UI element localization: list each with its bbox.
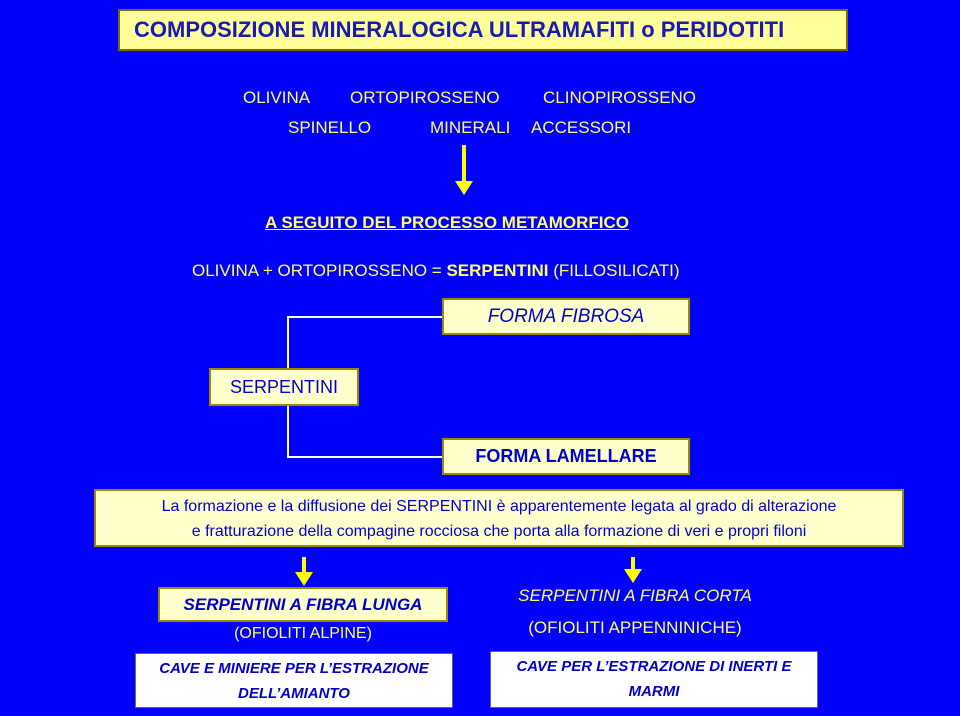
note-line-2: e fratturazione della compagine rocciosa… — [191, 523, 807, 540]
inerti-line-1: CAVE PER L’ESTRAZIONE DI INERTI E — [516, 658, 792, 675]
forma-lamellare-box: FORMA LAMELLARE — [442, 438, 690, 475]
main-arrow-shaft — [462, 145, 466, 183]
right-arrow-head — [624, 569, 642, 583]
connector-to-fibrosa — [287, 316, 442, 318]
mineral-olivina: OLIVINA — [243, 88, 311, 107]
mineral-minerali: MINERALI — [430, 118, 511, 137]
equation-serpentini: SERPENTINI — [446, 261, 549, 280]
process-heading: A SEGUITO DEL PROCESSO METAMORFICO — [265, 213, 629, 232]
note-line-1: La formazione e la diffusione dei SERPEN… — [161, 498, 837, 515]
fibra-lunga-box: SERPENTINI A FIBRA LUNGA — [158, 587, 448, 622]
forma-fibrosa-box: FORMA FIBROSA — [442, 298, 690, 335]
amianto-box: CAVE E MINIERE PER L’ESTRAZIONE DELL’AMI… — [135, 653, 453, 708]
mineral-ortopirosseno: ORTOPIROSSENO — [350, 88, 500, 107]
mineral-spinello: SPINELLO — [288, 118, 372, 137]
inerti-line-2: MARMI — [628, 683, 680, 700]
fibra-corta-label: SERPENTINI A FIBRA CORTA — [518, 586, 752, 605]
mineral-accessori: ACCESSORI — [531, 118, 632, 137]
amianto-line-2: DELL’AMIANTO — [238, 685, 350, 702]
connector-up — [287, 316, 289, 368]
connector-to-lamellare — [287, 456, 442, 458]
ofioliti-alpine-label: (OFIOLITI ALPINE) — [234, 625, 372, 642]
serpentini-box: SERPENTINI — [209, 368, 359, 406]
left-arrow-head — [295, 572, 313, 586]
mineral-clinopirosseno: CLINOPIROSSENO — [543, 88, 697, 107]
equation-left: OLIVINA + ORTOPIROSSENO = — [192, 261, 447, 280]
process-equation: OLIVINA + ORTOPIROSSENO = SERPENTINI (FI… — [192, 261, 680, 281]
inerti-marmi-box: CAVE PER L’ESTRAZIONE DI INERTI E MARMI — [490, 651, 818, 708]
formation-note: La formazione e la diffusione dei SERPEN… — [94, 489, 904, 547]
right-arrow-shaft — [631, 557, 635, 571]
connector-down — [287, 404, 289, 458]
main-arrow-head — [455, 181, 473, 195]
left-arrow-shaft — [302, 557, 306, 575]
amianto-line-1: CAVE E MINIERE PER L’ESTRAZIONE — [159, 660, 429, 677]
diagram-title: COMPOSIZIONE MINERALOGICA ULTRAMAFITI o … — [118, 9, 848, 51]
ofioliti-appenniniche-label: (OFIOLITI APPENNINICHE) — [528, 618, 742, 637]
equation-right: (FILLOSILICATI) — [548, 261, 680, 280]
